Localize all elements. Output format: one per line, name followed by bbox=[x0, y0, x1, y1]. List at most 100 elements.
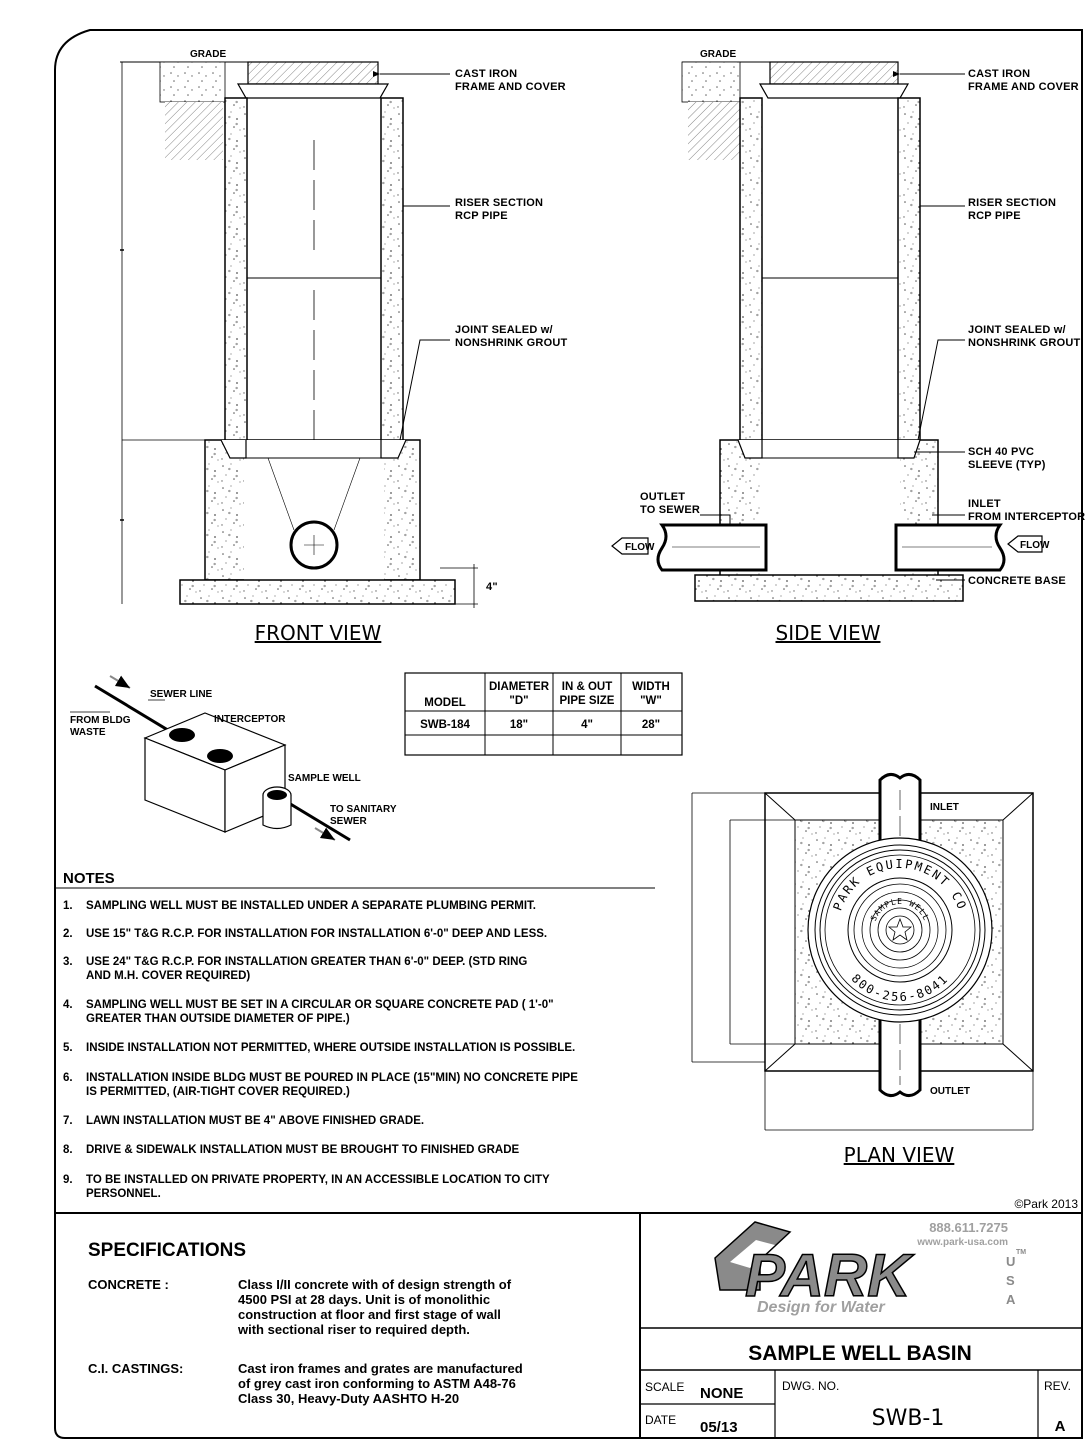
concrete-line: with sectional riser to required depth. bbox=[237, 1322, 470, 1337]
castings-line: Class 30, Heavy-Duty AASHTO H-20 bbox=[238, 1391, 459, 1406]
table-header-diameter-sub: "D" bbox=[509, 695, 528, 707]
sheet-border bbox=[54, 29, 1083, 1439]
side-cover-label-1: CAST IRON bbox=[968, 68, 1030, 80]
note-text-cont: IS PERMITTED, (AIR-TIGHT COVER REQUIRED.… bbox=[86, 1086, 350, 1098]
logo-tagline: Design for Water bbox=[757, 1299, 886, 1316]
side-outlet-label-2: TO SEWER bbox=[640, 504, 700, 516]
side-cover-label-2: FRAME AND COVER bbox=[968, 81, 1079, 93]
front-view-title: FRONT VIEW bbox=[255, 621, 382, 645]
date-label: DATE bbox=[645, 1413, 676, 1427]
concrete-line: construction at floor and first stage of… bbox=[238, 1307, 501, 1322]
side-base-label: CONCRETE BASE bbox=[968, 575, 1066, 587]
logo-usa-a: A bbox=[1006, 1292, 1016, 1307]
schematic-sewer-line-label: SEWER LINE bbox=[150, 689, 213, 700]
note-text-cont: PERSONNEL. bbox=[86, 1188, 161, 1200]
schematic-interceptor-label: INTERCEPTOR bbox=[214, 714, 286, 725]
notes-heading: NOTES bbox=[63, 870, 115, 887]
model-table: MODEL DIAMETER "D" IN & OUT PIPE SIZE WI… bbox=[404, 672, 683, 756]
note-text: DRIVE & SIDEWALK INSTALLATION MUST BE BR… bbox=[86, 1144, 520, 1156]
note-text-cont: AND M.H. COVER REQUIRED) bbox=[86, 970, 250, 982]
installation-schematic: SEWER LINE FROM BLDG WASTE INTERCEPTOR S… bbox=[70, 675, 397, 842]
note-number: 2. bbox=[63, 928, 73, 940]
scale-label: SCALE bbox=[645, 1380, 684, 1394]
front-cover-label-2: FRAME AND COVER bbox=[455, 81, 566, 93]
schematic-to-sanitary-label-2: SEWER bbox=[330, 816, 367, 827]
note-text: USE 15" T&G R.C.P. FOR INSTALLATION FOR … bbox=[86, 928, 547, 940]
side-flow-left: FLOW bbox=[625, 542, 655, 553]
front-joint-label-1: JOINT SEALED w/ bbox=[455, 324, 553, 336]
dwg-number-value: SWB-1 bbox=[872, 1406, 945, 1431]
plan-view-title: PLAN VIEW bbox=[844, 1143, 955, 1167]
side-sleeve-label-1: SCH 40 PVC bbox=[968, 446, 1034, 458]
table-cell: SWB-184 bbox=[420, 719, 470, 731]
title-block: PARK U S A TM Design for Water 888.611.7… bbox=[640, 1220, 1082, 1438]
castings-label: C.I. CASTINGS: bbox=[88, 1361, 183, 1376]
date-value: 05/13 bbox=[700, 1419, 738, 1436]
table-header-model: MODEL bbox=[424, 697, 466, 709]
plan-inlet-label: INLET bbox=[930, 802, 959, 813]
note-number: 8. bbox=[63, 1144, 73, 1156]
side-view-title: SIDE VIEW bbox=[776, 621, 881, 645]
side-riser-label-2: RCP PIPE bbox=[968, 210, 1021, 222]
note-text: USE 24" T&G R.C.P. FOR INSTALLATION GREA… bbox=[86, 956, 527, 968]
note-number: 1. bbox=[63, 900, 73, 912]
front-joint-label-2: NONSHRINK GROUT bbox=[455, 337, 567, 349]
note-number: 6. bbox=[63, 1072, 73, 1084]
side-inlet-label-2: FROM INTERCEPTOR bbox=[968, 511, 1085, 523]
scale-value: NONE bbox=[700, 1385, 743, 1402]
front-base-dim: 4" bbox=[486, 581, 498, 593]
side-grade-label: GRADE bbox=[700, 49, 736, 60]
note-text: LAWN INSTALLATION MUST BE 4" ABOVE FINIS… bbox=[86, 1115, 424, 1127]
side-riser-label-1: RISER SECTION bbox=[968, 197, 1056, 209]
side-flow-right: FLOW bbox=[1020, 540, 1050, 551]
side-view: GRADE FLOW FLOW CAST IRON FRAME AND COVE… bbox=[611, 49, 1085, 645]
plan-outlet-label: OUTLET bbox=[930, 1086, 970, 1097]
note-number: 4. bbox=[63, 999, 73, 1011]
front-view: GRADE 4" CAST IRON bbox=[120, 49, 567, 645]
table-header-diameter: DIAMETER bbox=[489, 681, 550, 693]
note-number: 9. bbox=[63, 1174, 73, 1186]
note-text-cont: GREATER THAN OUTSIDE DIAMETER OF PIPE.) bbox=[86, 1013, 350, 1025]
dwg-number-label: DWG. NO. bbox=[782, 1379, 839, 1393]
schematic-from-bldg-label-2: WASTE bbox=[70, 727, 106, 738]
side-inlet-label-1: INLET bbox=[968, 498, 1001, 510]
logo-word: PARK bbox=[745, 1242, 914, 1309]
schematic-to-sanitary-label-1: TO SANITARY bbox=[330, 804, 397, 815]
side-joint-label-1: JOINT SEALED w/ bbox=[968, 324, 1066, 336]
table-cell: 18" bbox=[510, 719, 528, 731]
table-header-pipe-sub: PIPE SIZE bbox=[560, 695, 615, 707]
note-text: TO BE INSTALLED ON PRIVATE PROPERTY, IN … bbox=[86, 1174, 550, 1186]
side-outlet-label-1: OUTLET bbox=[640, 491, 685, 503]
logo-website: www.park-usa.com bbox=[916, 1237, 1008, 1248]
logo-phone: 888.611.7275 bbox=[929, 1220, 1008, 1235]
plan-view: PARK EQUIPMENT CO 800-256-8041 SAMPLE WE… bbox=[691, 773, 1034, 1167]
note-number: 3. bbox=[63, 956, 73, 968]
table-cell: 28" bbox=[642, 719, 660, 731]
schematic-sample-well-label: SAMPLE WELL bbox=[288, 773, 361, 784]
front-riser-label-2: RCP PIPE bbox=[455, 210, 508, 222]
logo-usa-s: S bbox=[1006, 1273, 1015, 1288]
front-cover-label-1: CAST IRON bbox=[455, 68, 517, 80]
table-header-width: WIDTH bbox=[632, 681, 670, 693]
castings-line: of grey cast iron conforming to ASTM A48… bbox=[238, 1376, 516, 1391]
note-text: INSTALLATION INSIDE BLDG MUST BE POURED … bbox=[86, 1072, 578, 1084]
rev-value: A bbox=[1055, 1418, 1066, 1435]
table-header-pipe: IN & OUT bbox=[562, 681, 612, 693]
specifications-heading: SPECIFICATIONS bbox=[88, 1240, 246, 1261]
logo-tm: TM bbox=[1016, 1249, 1026, 1256]
front-grade-label: GRADE bbox=[190, 49, 226, 60]
note-text: SAMPLING WELL MUST BE INSTALLED UNDER A … bbox=[86, 900, 536, 912]
concrete-label: CONCRETE : bbox=[88, 1277, 169, 1292]
rev-label: REV. bbox=[1044, 1379, 1071, 1393]
specifications-section: SPECIFICATIONS CONCRETE : Class I/II con… bbox=[88, 1240, 523, 1406]
front-riser-label-1: RISER SECTION bbox=[455, 197, 543, 209]
copyright-text: ©Park 2013 bbox=[1014, 1197, 1078, 1211]
concrete-line: 4500 PSI at 28 days. Unit is of monolith… bbox=[238, 1292, 490, 1307]
note-number: 5. bbox=[63, 1042, 73, 1054]
park-logo: PARK U S A TM Design for Water 888.611.7… bbox=[714, 1220, 1026, 1316]
note-number: 7. bbox=[63, 1115, 73, 1127]
note-text: SAMPLING WELL MUST BE SET IN A CIRCULAR … bbox=[86, 999, 554, 1011]
notes-section: NOTES 1. SAMPLING WELL MUST BE INSTALLED… bbox=[55, 870, 1078, 1211]
side-sleeve-label-2: SLEEVE (TYP) bbox=[968, 459, 1046, 471]
